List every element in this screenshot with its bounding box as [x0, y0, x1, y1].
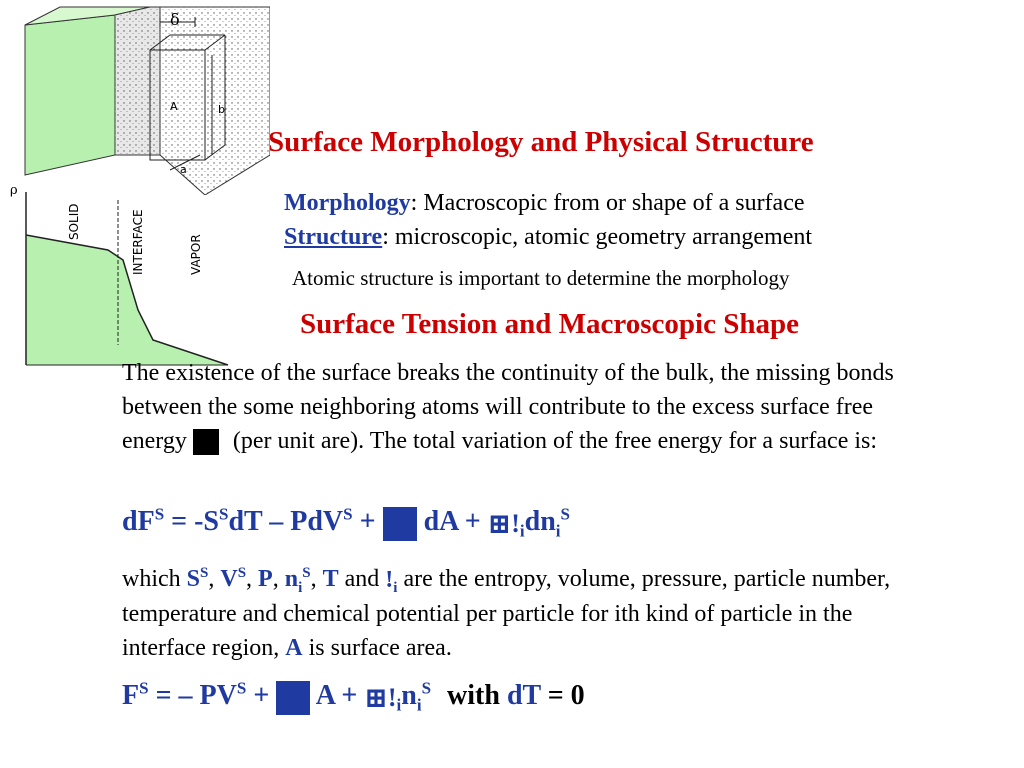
surface-block-figure: δ A b a	[24, 6, 270, 195]
sum-symbol-icon: ⊞	[487, 508, 512, 540]
morphology-definition: Morphology: Macroscopic from or shape of…	[284, 190, 805, 216]
definitions: Morphology: Macroscopic from or shape of…	[284, 186, 812, 254]
morphology-note: Atomic structure is important to determi…	[292, 266, 790, 290]
gamma-symbol-icon	[382, 506, 417, 541]
gamma-symbol-icon	[276, 680, 311, 715]
area-label: A	[170, 100, 178, 113]
intro-paragraph: The existence of the surface breaks the …	[122, 360, 894, 456]
vapor-label: VAPOR	[189, 234, 203, 275]
width-label: a	[180, 163, 187, 176]
gamma-symbol-icon	[192, 429, 219, 456]
section-title-morphology: Surface Morphology and Physical Structur…	[268, 126, 814, 158]
mu-symbol-icon: !	[385, 567, 394, 594]
interface-label: INTERFACE	[131, 209, 145, 275]
structure-term: Structure	[284, 224, 383, 250]
density-profile-graph: ρ SOLID INTERFACE VAPOR	[10, 183, 229, 366]
equation-dfs: dFS = -SSdT – PdVS + dA + ⊞!idniS	[122, 504, 570, 541]
solid-label: SOLID	[67, 203, 81, 240]
structure-definition: Structure: microscopic, atomic geometry …	[284, 224, 813, 250]
delta-label: δ	[170, 10, 180, 29]
morphology-term: Morphology	[284, 190, 411, 216]
mu-symbol-icon: !	[511, 508, 520, 538]
section-title-surface-tension: Surface Tension and Macroscopic Shape	[300, 308, 799, 340]
mu-symbol-icon: !	[387, 682, 397, 712]
rho-label: ρ	[10, 183, 18, 198]
variables-paragraph: which SS, VS, P, niS, T and !i are the e…	[122, 565, 891, 662]
height-label: b	[218, 103, 225, 116]
sum-symbol-icon: ⊞	[364, 682, 388, 714]
